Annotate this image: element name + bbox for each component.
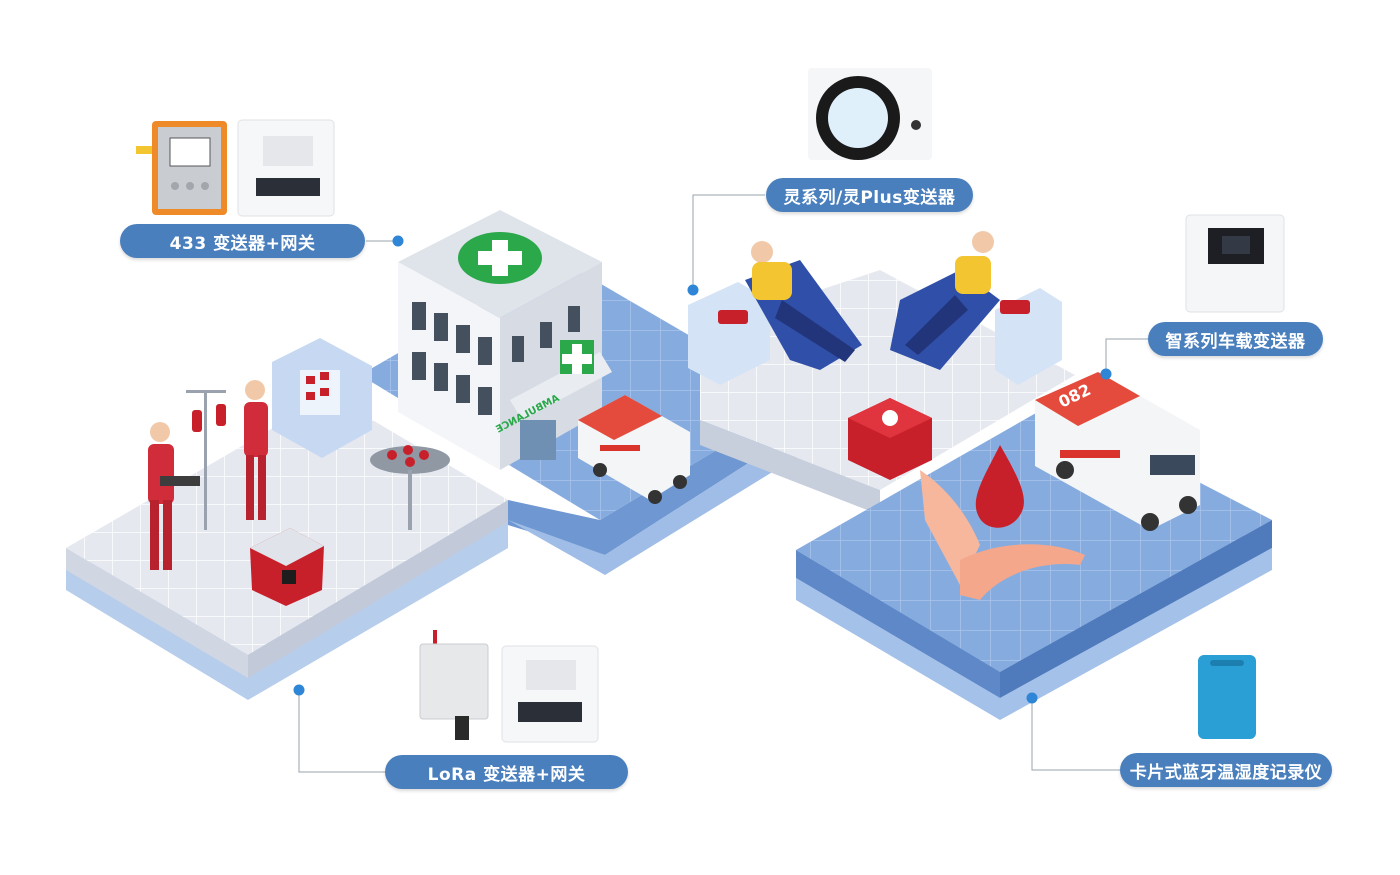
hospital-building: AMBULANCE bbox=[398, 210, 612, 470]
donation-room bbox=[688, 231, 1062, 480]
ambulance-large: 082 bbox=[1035, 372, 1200, 531]
label-lora-transmitter-gateway: LoRa 变送器+网关 bbox=[385, 755, 628, 789]
device-zhi bbox=[1185, 214, 1285, 313]
device-lora-gateway bbox=[501, 645, 599, 743]
device-card-bluetooth bbox=[1198, 655, 1256, 739]
label-zhi-vehicle-transmitter: 智系列车载变送器 bbox=[1148, 322, 1323, 356]
leader-lines bbox=[298, 194, 1148, 773]
ambulance-small bbox=[578, 395, 690, 504]
label-card-bluetooth-recorder: 卡片式蓝牙温湿度记录仪 bbox=[1120, 753, 1332, 787]
device-lora bbox=[419, 630, 489, 740]
biohazard-icon bbox=[282, 570, 296, 584]
blood-room bbox=[148, 338, 450, 606]
anchor-dots bbox=[293, 235, 1112, 704]
blood-donation-hands-icon bbox=[920, 445, 1085, 600]
device-ling bbox=[808, 68, 932, 160]
device-433-orange bbox=[136, 121, 227, 215]
device-433-gateway bbox=[237, 119, 335, 217]
staff-female bbox=[244, 380, 268, 520]
label-433-transmitter-gateway: 433 变送器+网关 bbox=[120, 224, 365, 258]
label-ling-series-transmitter: 灵系列/灵Plus变送器 bbox=[766, 178, 973, 212]
staff-male bbox=[148, 422, 200, 570]
